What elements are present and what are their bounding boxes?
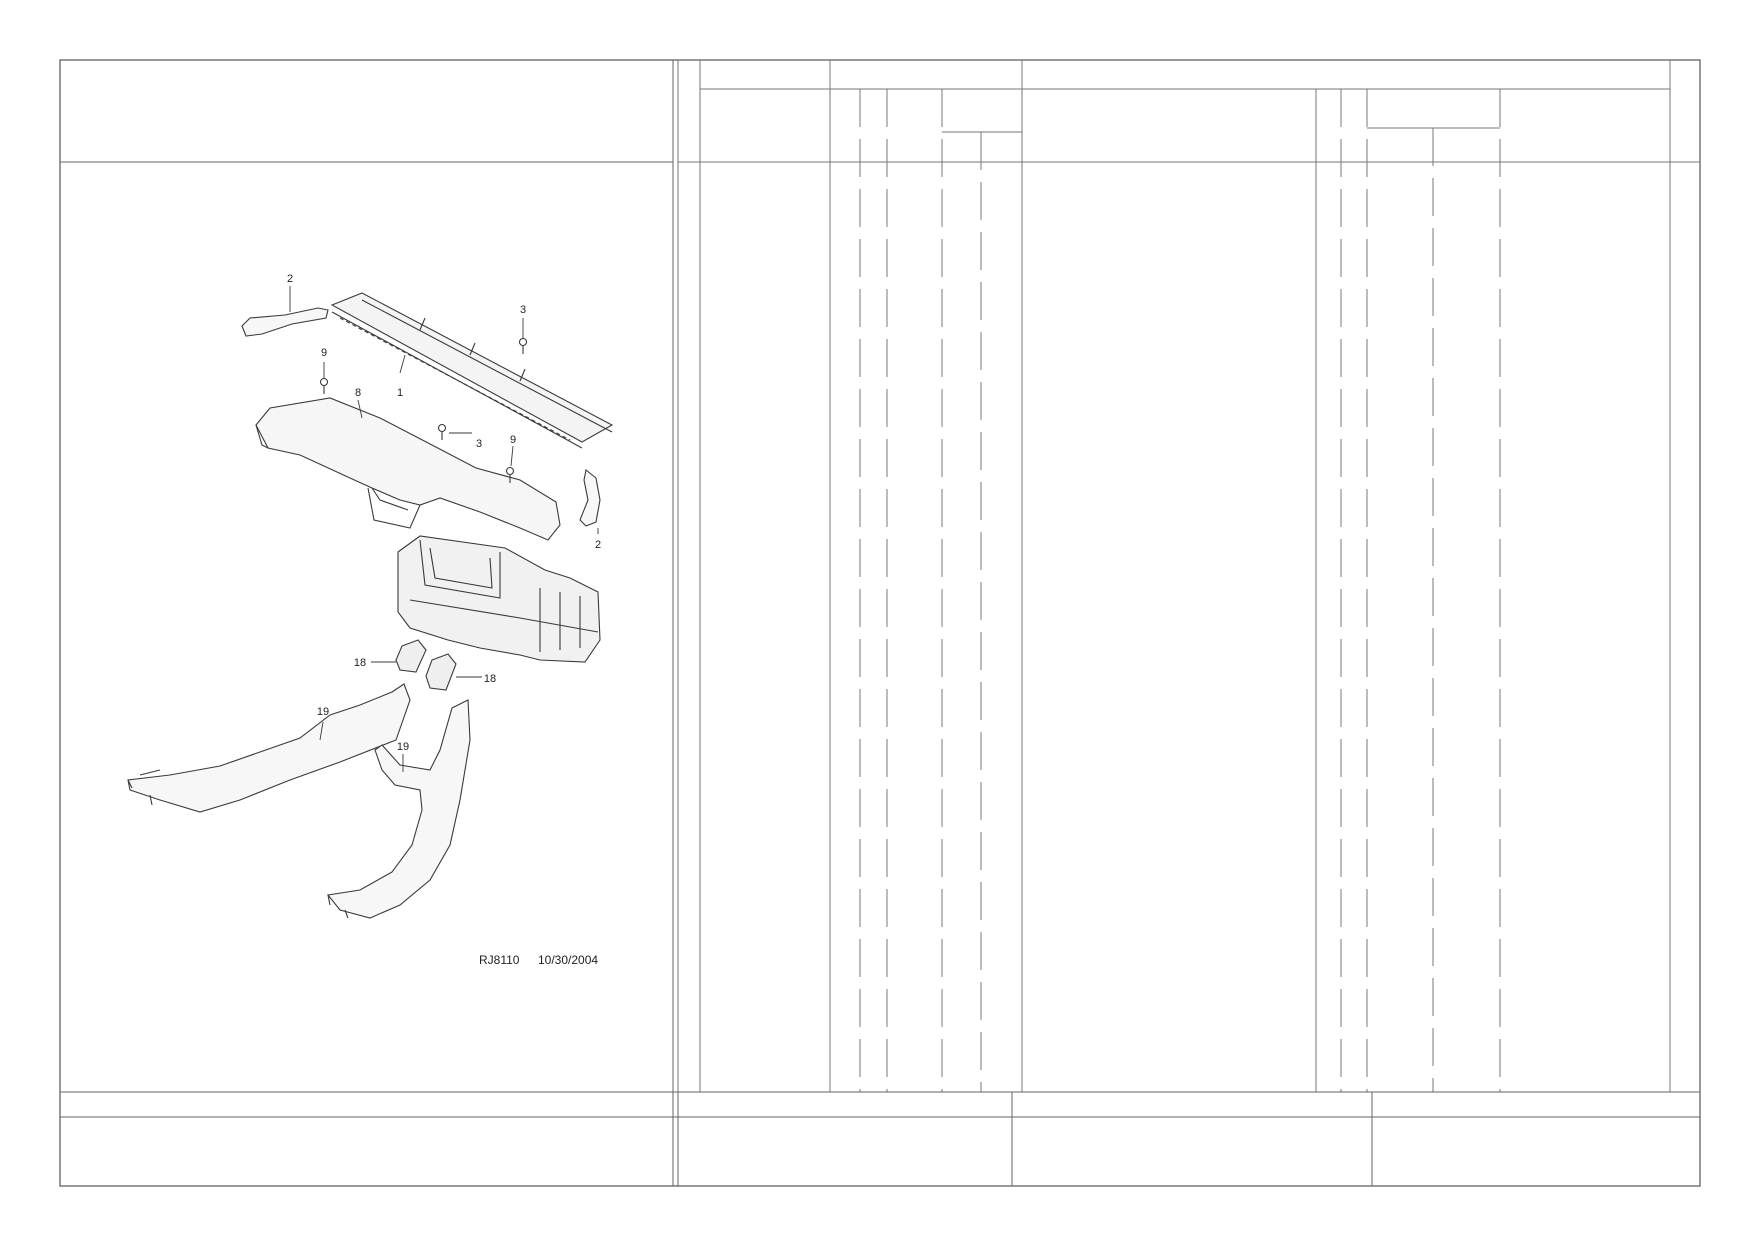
fastener-bolts — [319, 337, 528, 483]
drawing-id: RJ8110 — [479, 953, 520, 967]
callout-label: 9 — [510, 434, 516, 446]
floor-duct-connector-left — [395, 639, 427, 673]
callout-label: 18 — [354, 657, 366, 669]
parts-table-grid — [677, 60, 1700, 1092]
floor-duct-left — [127, 683, 411, 813]
hvac-duct-assembly-drawing — [127, 286, 614, 919]
floor-duct-right — [326, 699, 471, 919]
center-air-duct-part — [255, 397, 561, 541]
hvac-heater-unit — [397, 535, 601, 663]
callout-label: 2 — [595, 539, 601, 551]
callout-label: 1 — [397, 387, 403, 399]
callout-label: 9 — [321, 347, 327, 359]
callout-label: 18 — [484, 673, 496, 685]
callout-label: 3 — [520, 304, 526, 316]
callout-labels: 1 2 2 3 3 8 9 9 18 18 19 19 — [287, 273, 601, 753]
callout-label: 8 — [355, 387, 361, 399]
floor-duct-connector-right — [425, 653, 457, 691]
callout-leader-lines — [289, 286, 599, 772]
drawing-reference: RJ8110 10/30/2004 — [479, 953, 598, 967]
page-frame — [59, 59, 1701, 1187]
footer-grid — [60, 1091, 1700, 1186]
side-vent-duct-right — [579, 469, 601, 527]
callout-label: 3 — [476, 438, 482, 450]
callout-label: 2 — [287, 273, 293, 285]
drawing-date: 10/30/2004 — [538, 953, 598, 967]
defroster-duct-part — [330, 292, 614, 449]
callout-label: 19 — [317, 706, 329, 718]
callout-label: 19 — [397, 741, 409, 753]
side-vent-duct-left — [241, 307, 329, 337]
illustration-pane-frame — [60, 60, 674, 1092]
